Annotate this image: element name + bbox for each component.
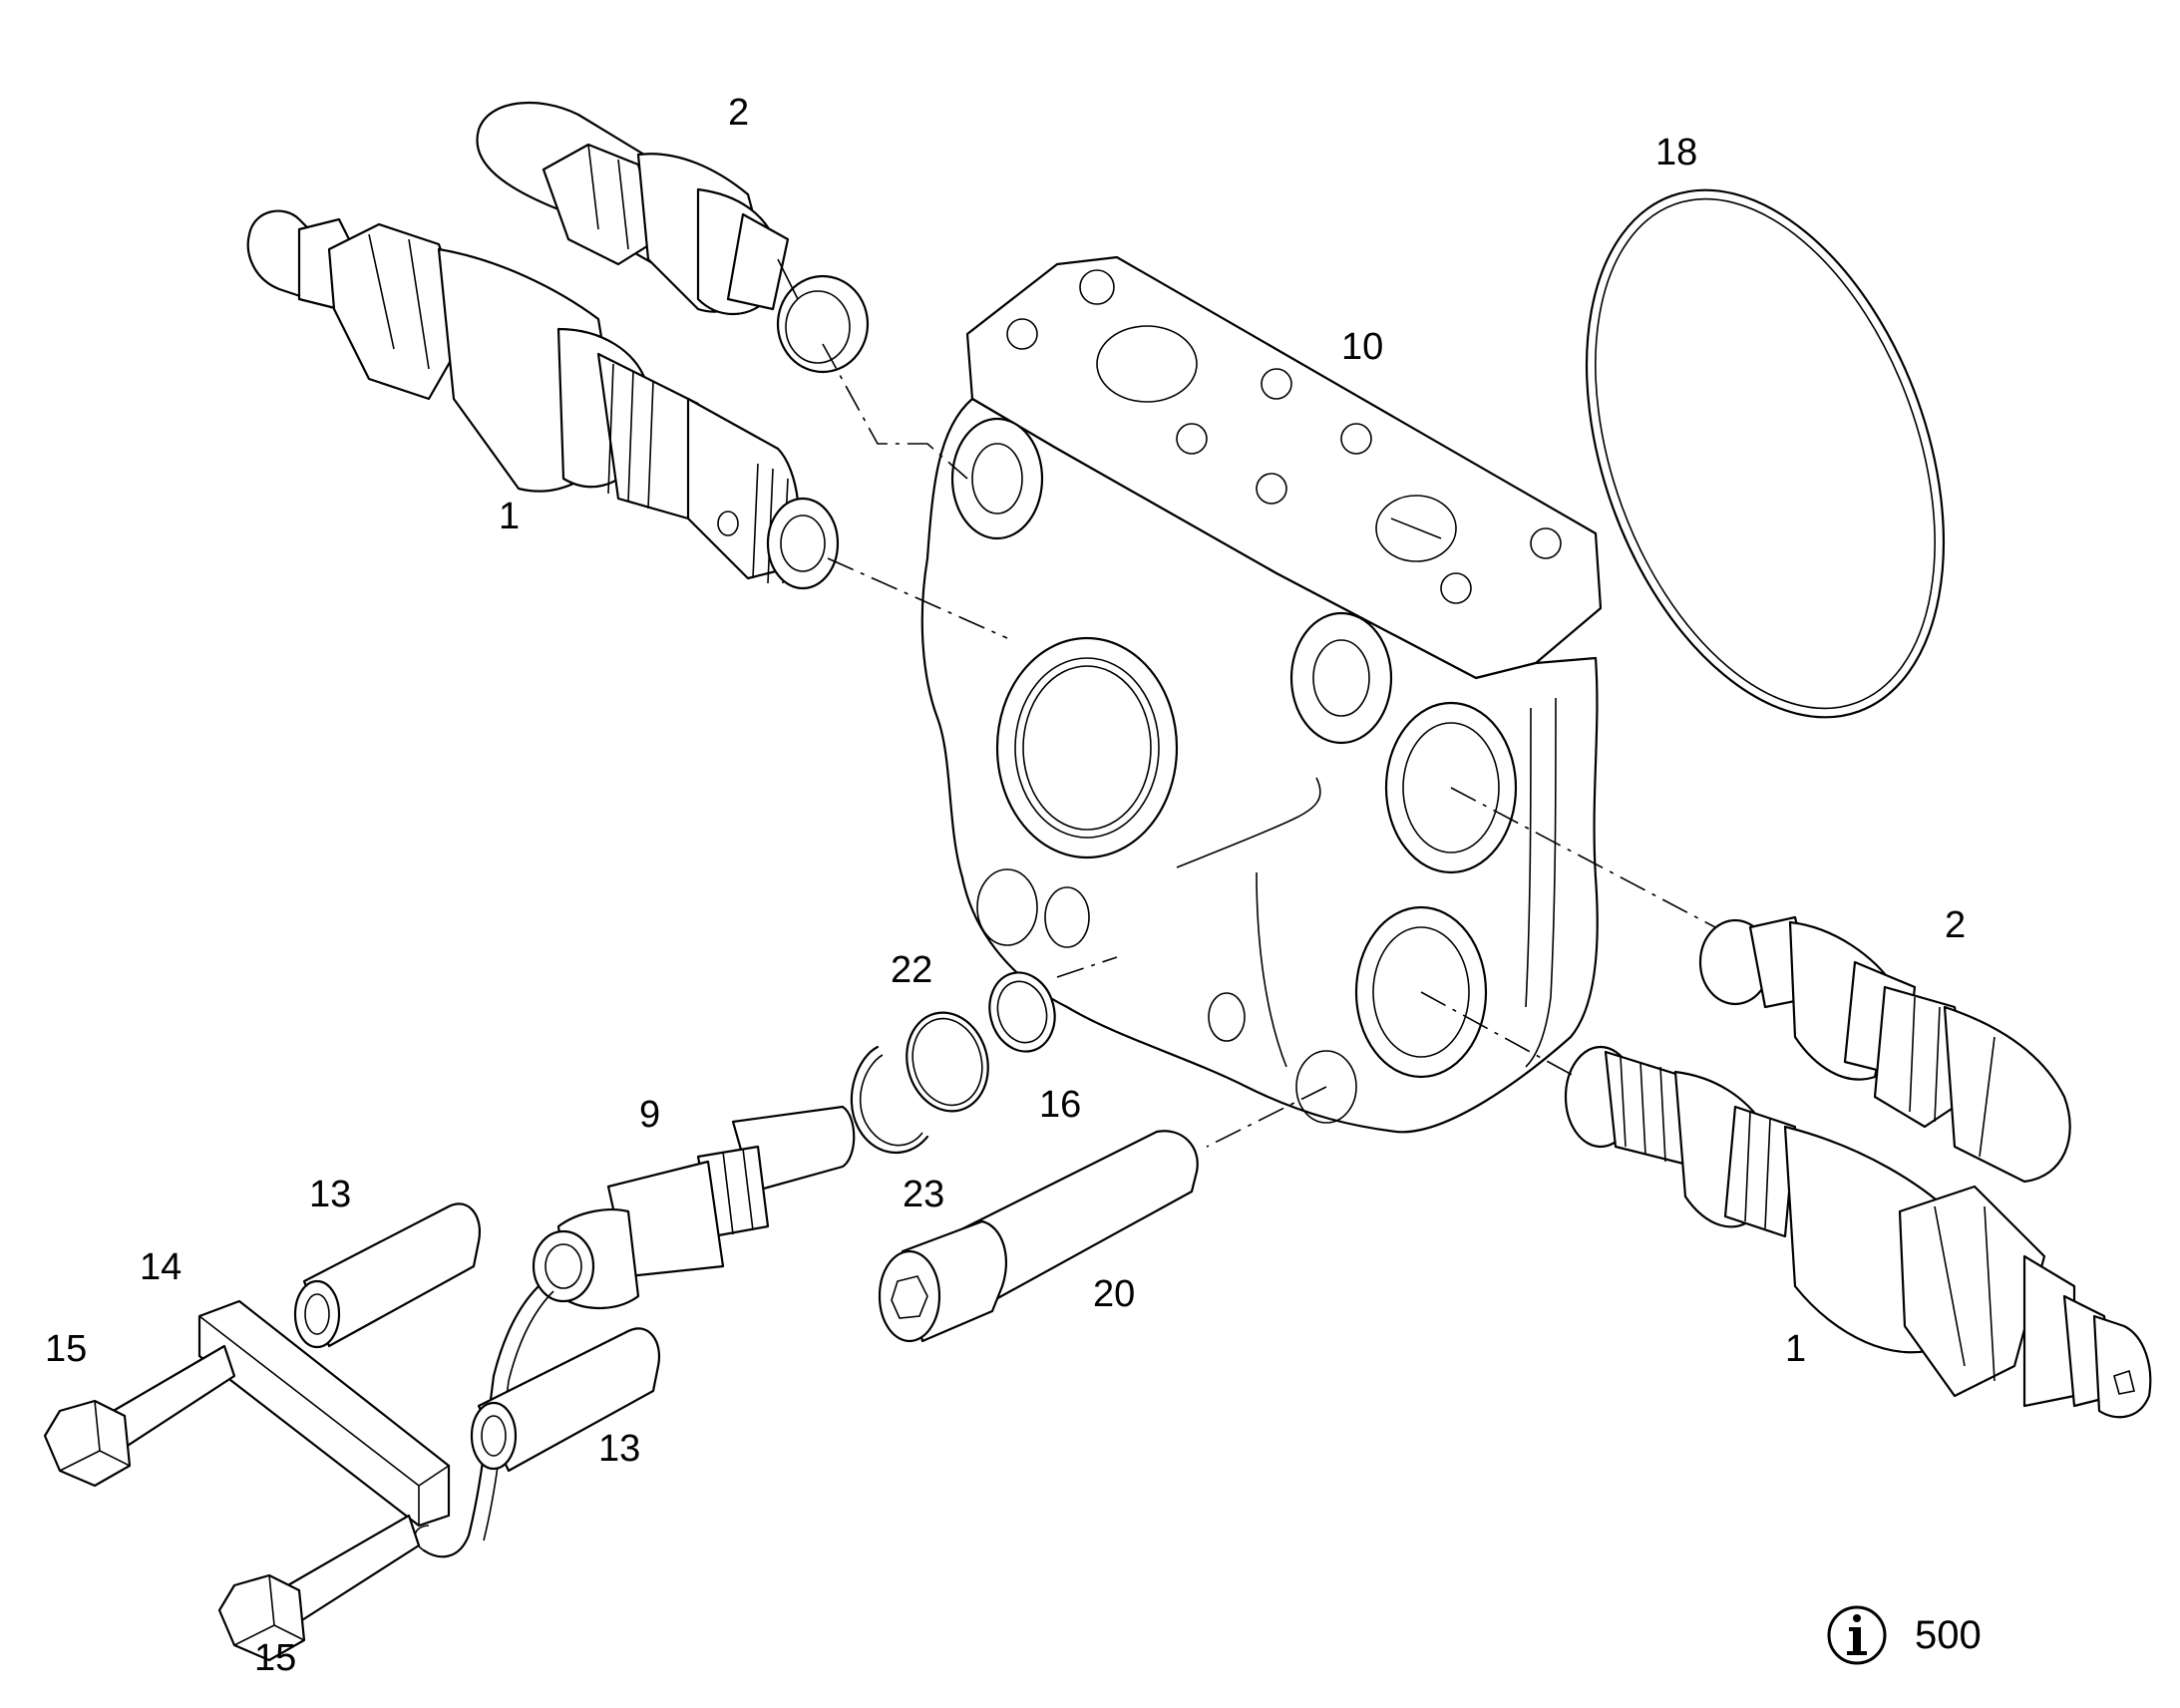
callout-20: 20 <box>1093 1273 1135 1315</box>
part-18-o-ring <box>1585 188 1946 719</box>
assembly-axes <box>822 343 1716 1148</box>
callout-15-bottom: 15 <box>254 1637 296 1679</box>
callout-2-top: 2 <box>728 92 749 134</box>
callout-13-bottom: 13 <box>598 1428 640 1470</box>
callout-18: 18 <box>1655 132 1697 173</box>
callout-1-top: 1 <box>499 496 520 537</box>
part-20-cap-screw <box>878 1130 1199 1343</box>
callout-9: 9 <box>639 1094 660 1136</box>
callout-1-bottom: 1 <box>1785 1328 1806 1370</box>
info-reference-number: 500 <box>1915 1613 1982 1657</box>
part-2-cartridge-right <box>1698 915 2071 1184</box>
info-icon <box>1827 1605 1887 1665</box>
callout-22: 22 <box>891 949 932 991</box>
part-13-sleeve-bottom <box>470 1327 661 1473</box>
part-1-relief-valve-top <box>246 209 840 590</box>
part-1-relief-valve-bottom <box>1564 1045 2152 1419</box>
part-10-valve-housing <box>920 255 1603 1134</box>
callout-10: 10 <box>1341 326 1383 368</box>
callout-13-top: 13 <box>309 1174 351 1215</box>
part-2-cartridge-top <box>476 101 870 374</box>
callout-14: 14 <box>140 1246 182 1288</box>
info-reference: 500 <box>1827 1605 1982 1665</box>
part-16-seal-ring <box>988 971 1056 1053</box>
part-13-sleeve-top <box>293 1202 482 1349</box>
part-23-snap-ring <box>850 1045 929 1155</box>
callout-labels: 1 2 18 10 2 22 16 9 23 13 14 15 20 1 13 … <box>45 92 1966 1679</box>
callout-2-right: 2 <box>1945 904 1966 946</box>
part-22-backup-ring <box>906 1011 989 1113</box>
callout-16: 16 <box>1039 1084 1081 1126</box>
part-15-bolt-top <box>43 1344 236 1488</box>
part-15-bolt-bottom <box>217 1514 421 1662</box>
part-14-clamp-plate <box>197 1299 451 1528</box>
callout-23: 23 <box>903 1174 944 1215</box>
callout-15-left: 15 <box>45 1328 87 1370</box>
